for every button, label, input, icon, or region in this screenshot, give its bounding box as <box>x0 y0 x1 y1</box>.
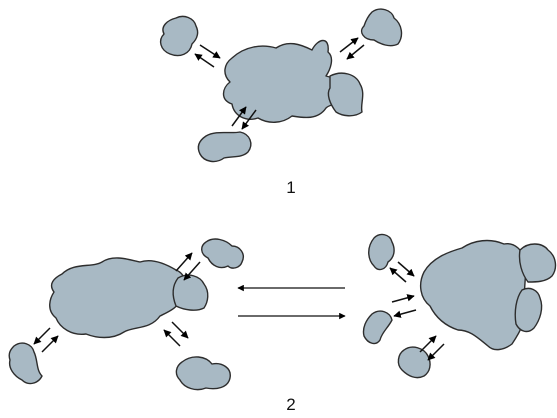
ligand-bottom-right <box>175 356 231 391</box>
ligand-bottom-left <box>8 342 43 385</box>
central-protein <box>419 239 527 351</box>
bound-subunit-top <box>518 243 557 283</box>
panel-2-left-state <box>8 238 244 391</box>
ligand-left-middle <box>362 310 393 345</box>
panel-1: 1 <box>159 8 403 197</box>
double-arrow <box>389 261 415 283</box>
double-arrow <box>194 44 221 68</box>
double-arrow <box>231 106 257 130</box>
double-arrow <box>163 321 189 347</box>
double-arrow <box>391 294 417 318</box>
double-arrow <box>339 37 365 60</box>
ligand-top-left <box>159 15 199 57</box>
bound-subunit <box>327 72 364 117</box>
bound-subunit <box>172 274 209 311</box>
bound-subunit-bottom <box>514 287 543 333</box>
panel-2-label: 2 <box>286 395 295 414</box>
ligand-left-bottom <box>397 346 431 379</box>
ligand-top-right <box>201 238 244 269</box>
double-arrow <box>419 335 445 361</box>
central-protein <box>222 39 342 123</box>
central-protein <box>49 257 187 339</box>
ligand-bottom <box>197 131 252 163</box>
double-arrow <box>33 327 59 353</box>
ligand-top-right <box>360 8 403 47</box>
ligand-left-top <box>368 233 395 271</box>
panel-2-right-state <box>362 233 557 379</box>
panel-1-label: 1 <box>286 178 295 197</box>
double-arrow <box>175 252 201 281</box>
